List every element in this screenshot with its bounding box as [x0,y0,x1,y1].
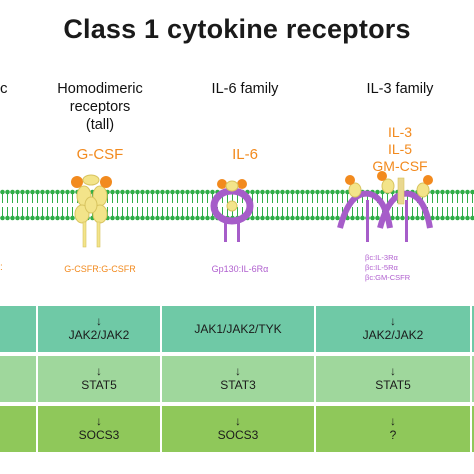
cell-stat-il3: ↓ STAT5 [316,356,470,402]
row-socs: ↓ SOCS3 ↓ SOCS3 ↓ ? [0,406,474,452]
receptor-label-gp130: Gp130:IL-6Rα [211,264,269,274]
cell-text: STAT5 [375,378,411,392]
arrow-down: ↓ [96,414,102,428]
ligand-il6: IL-6 [232,146,258,163]
header-line: Homodimeric [57,81,143,97]
cell-socs-il6: ↓ SOCS3 [162,406,314,452]
receptor-gmcsfr: βc:GM-CSFR [365,273,411,282]
cell-text: SOCS3 [217,428,259,442]
cell-text: ? [389,428,397,442]
arrow-down: ↓ [235,414,241,428]
row-jak: ↓ JAK2/JAK2 JAK1/JAK2/TYK ↓ JAK2/JAK2 [0,306,474,352]
cell-text: JAK2/JAK2 [362,328,424,342]
column-header-homodimeric: Homodimeric receptors (tall) [40,80,160,134]
cell-text: STAT3 [220,378,256,392]
cell-stat-homodimeric: ↓ STAT5 [38,356,160,402]
receptor-list-il3-family: βc:IL-3Rα βc:IL-5Rα βc:GM-CSFR [365,253,445,283]
cell-text: JAK1/JAK2/TYK [194,321,282,336]
arrow-down: ↓ [96,364,102,378]
arrow-down: ↓ [96,314,102,328]
receptor-gp130-il6r [210,179,254,242]
cell-jak-il6: JAK1/JAK2/TYK [162,306,314,352]
arrow-down: ↓ [235,364,241,378]
cell-socs-homodimeric: ↓ SOCS3 [38,406,160,452]
cell-text: STAT5 [81,378,117,392]
receptor-il5ra: βc:IL-5Rα [365,263,398,272]
receptor-beta-common [337,171,433,242]
arrow-down: ↓ [390,314,396,328]
receptor-gcsfr-homodimer [71,174,112,248]
cell-text: SOCS3 [78,428,120,442]
ligand-gcsf: G-CSF [76,146,124,163]
figure-title: Class 1 cytokine receptors [63,14,411,44]
cell-socs-il3: ↓ ? [316,406,470,452]
left-cut-label: : [0,262,3,273]
cell-jak-il3: ↓ JAK2/JAK2 [316,306,470,352]
row-stat: ↓ STAT5 ↓ STAT3 ↓ STAT5 [0,356,474,402]
arrow-down: ↓ [390,364,396,378]
receptor-il3ra: βc:IL-3Rα [365,253,398,262]
ligand-il3: IL-3 [387,124,413,140]
cell-text: JAK2/JAK2 [68,328,130,342]
receptor-label-gcsfr: G-CSFR:G-CSFR [64,264,136,274]
cell-stat-il6: ↓ STAT3 [162,356,314,402]
ligand-gcsf-shape [71,176,83,188]
ligand-il5: IL-5 [387,141,413,157]
ligand-gcsf-shape [100,176,112,188]
cell-membrane-diagram [0,170,474,248]
cell-jak-homodimeric: ↓ JAK2/JAK2 [38,306,160,352]
header-line: receptors [69,99,131,115]
left-cut-text: c [0,80,8,97]
ligand-list-il3: IL-3 IL-5 GM-CSF [345,124,455,175]
column-header-il6: IL-6 family [211,81,279,97]
header-line: (tall) [85,117,115,133]
column-header-il3: IL-3 family [366,81,434,97]
arrow-down: ↓ [390,414,396,428]
